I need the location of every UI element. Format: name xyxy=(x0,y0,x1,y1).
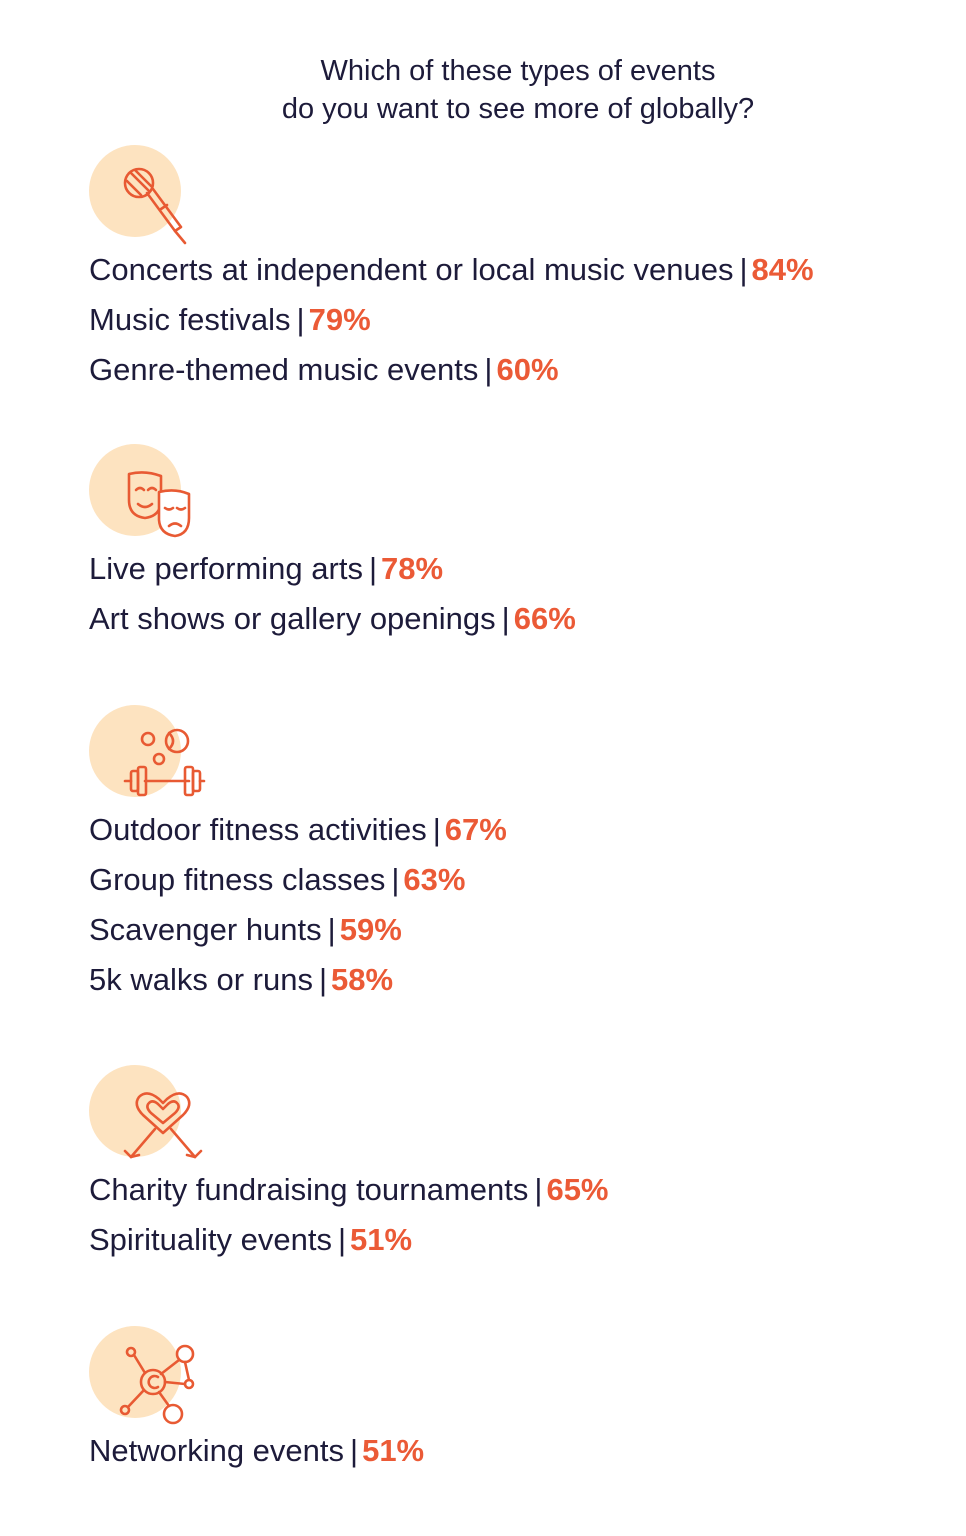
title-line-2: do you want to see more of globally? xyxy=(281,93,755,125)
list-item: Charity fundraising tournaments|65% xyxy=(89,1172,609,1207)
list-item: Networking events|51% xyxy=(89,1433,425,1468)
item-label: Group fitness classes xyxy=(89,862,386,897)
list-item: Spirituality events|51% xyxy=(89,1222,413,1257)
icon-background xyxy=(89,1065,181,1157)
group-arts: Live performing arts|78% Art shows or ga… xyxy=(89,444,949,644)
item-value: 51% xyxy=(362,1433,425,1468)
group-fitness: Outdoor fitness activities|67% Group fit… xyxy=(89,705,949,1005)
item-label: Genre-themed music events xyxy=(89,352,479,387)
group-charity: Charity fundraising tournaments|65% Spir… xyxy=(89,1065,949,1265)
group-music: Concerts at independent or local music v… xyxy=(89,145,949,395)
microphone-icon xyxy=(89,145,219,245)
item-value: 67% xyxy=(444,812,507,847)
item-value: 78% xyxy=(381,551,444,586)
list-item: Music festivals|79% xyxy=(89,302,371,337)
charity-ribbon-icon xyxy=(89,1065,219,1165)
item-value: 58% xyxy=(331,962,394,997)
item-label: Live performing arts xyxy=(89,551,363,586)
list-item: Outdoor fitness activities|67% xyxy=(89,812,507,847)
list-item: Art shows or gallery openings|66% xyxy=(89,601,576,636)
chart-title: Which of these types of events do you wa… xyxy=(0,52,966,128)
group-networking: Networking events|51% xyxy=(89,1326,949,1476)
title-line-1: Which of these types of events xyxy=(320,55,716,87)
item-label: Networking events xyxy=(89,1433,345,1468)
item-list: Outdoor fitness activities|67% Group fit… xyxy=(89,805,949,1005)
icon-background xyxy=(89,145,181,237)
item-label: Charity fundraising tournaments xyxy=(89,1172,529,1207)
item-list: Networking events|51% xyxy=(89,1426,949,1476)
list-item: Genre-themed music events|60% xyxy=(89,352,559,387)
item-list: Live performing arts|78% Art shows or ga… xyxy=(89,544,949,644)
microphone-icon-graphic xyxy=(123,167,187,245)
item-label: Art shows or gallery openings xyxy=(89,601,496,636)
fitness-icon-graphic xyxy=(123,728,206,797)
item-label: Spirituality events xyxy=(89,1222,332,1257)
list-item: Live performing arts|78% xyxy=(89,551,444,586)
item-value: 51% xyxy=(350,1222,413,1257)
item-list: Concerts at independent or local music v… xyxy=(89,245,949,395)
theater-masks-icon-graphic xyxy=(127,471,191,538)
item-value: 65% xyxy=(546,1172,609,1207)
list-item: Scavenger hunts|59% xyxy=(89,912,402,947)
item-label: 5k walks or runs xyxy=(89,962,313,997)
item-label: Concerts at independent or local music v… xyxy=(89,252,734,287)
item-value: 60% xyxy=(496,352,559,387)
item-label: Scavenger hunts xyxy=(89,912,322,947)
item-list: Charity fundraising tournaments|65% Spir… xyxy=(89,1165,949,1265)
network-icon xyxy=(89,1326,219,1426)
list-item: Concerts at independent or local music v… xyxy=(89,252,814,287)
charity-ribbon-icon-graphic xyxy=(123,1092,203,1159)
item-label: Outdoor fitness activities xyxy=(89,812,427,847)
item-value: 59% xyxy=(339,912,402,947)
theater-masks-icon xyxy=(89,444,219,544)
fitness-icon xyxy=(89,705,219,805)
item-value: 79% xyxy=(308,302,371,337)
network-icon-graphic xyxy=(119,1344,195,1425)
list-item: 5k walks or runs|58% xyxy=(89,962,394,997)
item-value: 66% xyxy=(513,601,576,636)
item-value: 63% xyxy=(403,862,466,897)
item-label: Music festivals xyxy=(89,302,291,337)
item-value: 84% xyxy=(751,252,814,287)
list-item: Group fitness classes|63% xyxy=(89,862,466,897)
